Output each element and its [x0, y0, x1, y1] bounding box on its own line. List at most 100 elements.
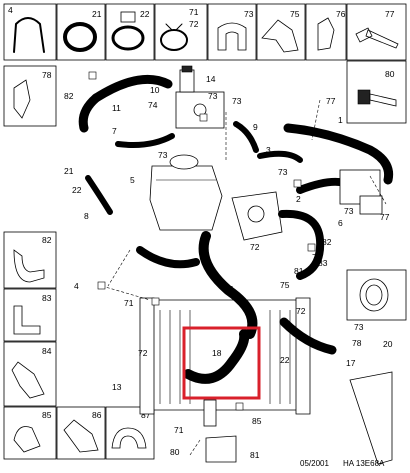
- callout-13: 13: [112, 382, 122, 392]
- callout-78: 78: [352, 338, 362, 348]
- detail-box-76: 76: [305, 3, 347, 61]
- footer-reference: HA 13E68A: [343, 459, 385, 468]
- callout-72b: 72: [312, 252, 322, 262]
- clip-84-icon: [11, 361, 45, 399]
- grommet-icon: [317, 17, 335, 51]
- detail-box-85: 85: [3, 406, 57, 460]
- callout-73c: 73: [158, 150, 168, 160]
- svg-text:73: 73: [244, 9, 254, 19]
- svg-text:22: 22: [140, 9, 150, 19]
- svg-text:85: 85: [42, 410, 52, 420]
- callout-73d: 73: [278, 167, 288, 177]
- callout-77a: 77: [326, 96, 336, 106]
- callout-3: 3: [266, 145, 271, 155]
- callout-73a: 73: [208, 91, 218, 101]
- callout-22: 22: [72, 185, 82, 195]
- svg-text:86: 86: [92, 410, 102, 420]
- callout-74: 74: [148, 100, 158, 110]
- clip-85-icon: [13, 426, 41, 453]
- svg-text:72: 72: [189, 19, 199, 29]
- callout-71b: 71: [174, 425, 184, 435]
- detail-box-87: 87: [105, 406, 155, 460]
- bolt-icon: [355, 27, 399, 49]
- callout-2: 2: [296, 194, 301, 204]
- svg-text:4: 4: [8, 5, 13, 15]
- callout-20: 20: [383, 339, 393, 349]
- detail-box-80: 80: [346, 60, 407, 124]
- svg-text:75: 75: [290, 9, 300, 19]
- clip-83-icon: [13, 305, 41, 335]
- callout-71a: 71: [124, 298, 134, 308]
- callout-21: 21: [64, 166, 74, 176]
- svg-text:71: 71: [189, 7, 199, 17]
- svg-text:77: 77: [385, 9, 395, 19]
- detail-box-75: 75: [256, 3, 306, 61]
- detail-box-84: 84: [3, 341, 57, 407]
- detail-box-82: 82: [3, 231, 57, 289]
- svg-text:78: 78: [42, 70, 52, 80]
- detail-box-21: 21: [56, 3, 106, 61]
- callout-7: 7: [112, 126, 117, 136]
- highlight-frame-hose-18: [182, 326, 261, 400]
- detail-box-83: 83: [3, 288, 57, 342]
- clip-78-icon: [13, 79, 31, 119]
- callout-18: 18: [212, 348, 222, 358]
- thermostat-housing-icon: [365, 284, 383, 306]
- svg-text:76: 76: [336, 9, 346, 19]
- callout-72a: 72: [250, 242, 260, 252]
- callout-72d: 72: [138, 348, 148, 358]
- callout-73f: 73: [354, 322, 364, 332]
- callout-9: 9: [253, 122, 258, 132]
- callout-81: 81: [294, 266, 304, 276]
- callout-75: 75: [280, 280, 290, 290]
- svg-text:21: 21: [92, 9, 102, 19]
- callout-17: 17: [346, 358, 356, 368]
- svg-text:80: 80: [385, 69, 395, 79]
- callout-80: 80: [170, 447, 180, 457]
- screw-icon: [369, 93, 397, 107]
- detail-box-22: 22: [105, 3, 155, 61]
- callout-73e: 73: [344, 206, 354, 216]
- callout-82b: 82: [322, 237, 332, 247]
- callout-labels: 82 11 14 10 73 74 73 77 1 7 9 73 3 21 22…: [64, 74, 393, 460]
- callout-83: 83: [318, 258, 328, 268]
- svg-text:83: 83: [42, 293, 52, 303]
- callout-8: 8: [84, 211, 89, 221]
- callout-11: 11: [112, 103, 121, 113]
- engine-outlet: [231, 191, 283, 241]
- callout-5: 5: [130, 175, 135, 185]
- detail-box-73: 73: [207, 3, 257, 61]
- callout-10: 10: [150, 85, 160, 95]
- expansion-tank: [149, 154, 223, 231]
- svg-text:84: 84: [42, 346, 52, 356]
- clip-87-icon: [111, 427, 147, 449]
- callout-81b: 81: [250, 450, 260, 460]
- detail-box-4: 4: [3, 3, 57, 61]
- spring-clamp-icon: [160, 29, 188, 51]
- footer-date: 05/2001: [300, 459, 329, 468]
- callout-1: 1: [338, 115, 343, 125]
- callout-22b: 22: [280, 355, 290, 365]
- callout-6: 6: [338, 218, 343, 228]
- wire-clip-icon: [13, 17, 45, 53]
- main-assembly: [78, 65, 394, 465]
- callout-73b: 73: [232, 96, 242, 106]
- callout-76: 76: [224, 284, 234, 294]
- callout-85: 85: [252, 416, 262, 426]
- clip-86-icon: [63, 419, 99, 453]
- detail-box-78: 78: [3, 65, 57, 127]
- callout-72c: 72: [296, 306, 306, 316]
- svg-text:82: 82: [42, 235, 52, 245]
- o-ring-icon: [63, 22, 97, 52]
- detail-box-86: 86: [56, 406, 106, 460]
- detail-box-79: [346, 269, 407, 321]
- callout-77b: 77: [380, 212, 390, 222]
- clip-82-icon: [13, 249, 45, 283]
- callout-82: 82: [64, 91, 74, 101]
- hose-clamp-icon: [111, 25, 145, 51]
- callout-14: 14: [206, 74, 216, 84]
- detail-box-77: 77: [346, 3, 407, 61]
- svg-text:87: 87: [141, 410, 151, 420]
- detail-box-71-72: 71 72: [154, 3, 208, 61]
